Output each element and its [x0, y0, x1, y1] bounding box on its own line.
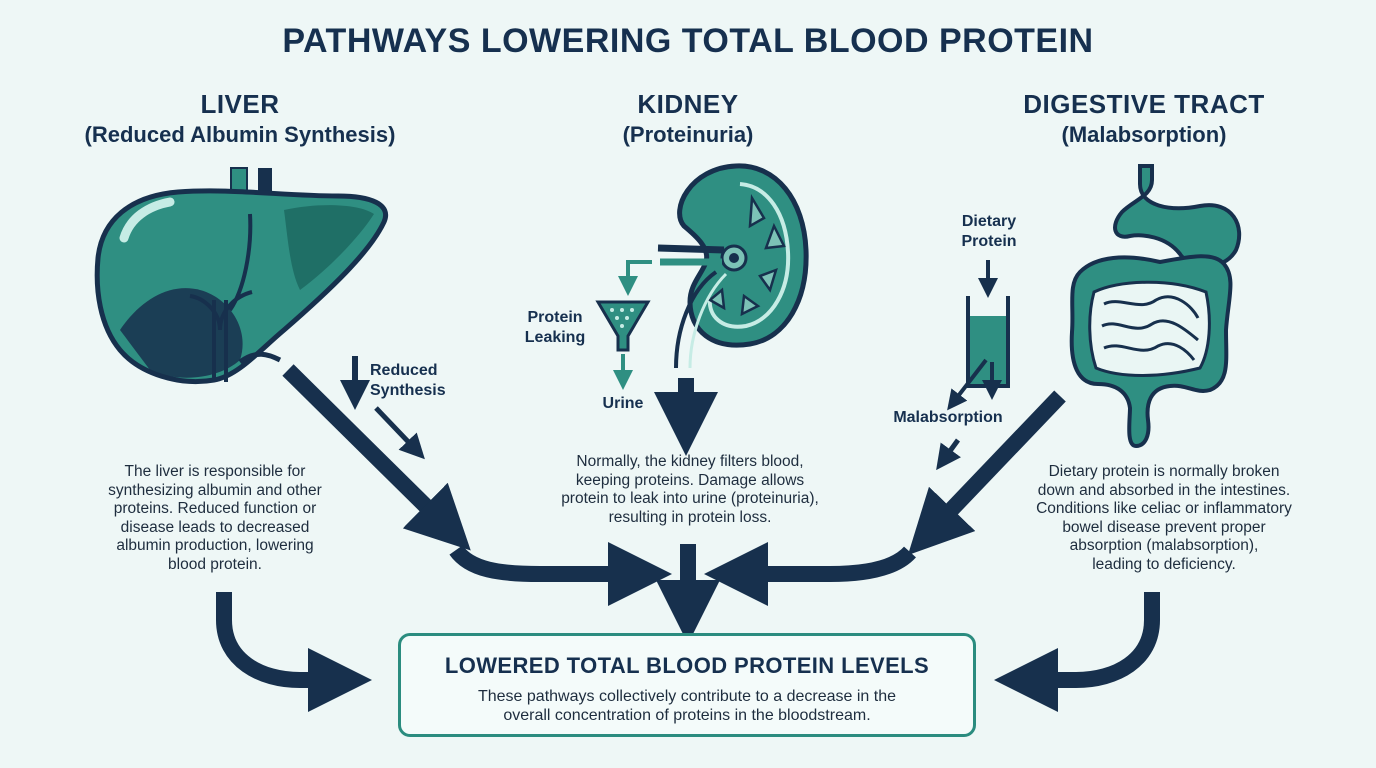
liver-flow-arrow	[282, 364, 471, 551]
liver-to-merge-arrow	[449, 542, 672, 606]
liver-heading: LIVER (Reduced Albumin Synthesis)	[40, 88, 440, 150]
digestive-flow-arrow	[907, 390, 1066, 556]
kidney-name: KIDNEY	[637, 89, 739, 119]
digestive-name: DIGESTIVE TRACT	[1023, 89, 1265, 119]
liver-illustration	[94, 167, 389, 385]
digestive-subtitle: (Malabsorption)	[1061, 122, 1227, 147]
kidney-subtitle: (Proteinuria)	[622, 122, 754, 147]
kidney-heading: KIDNEY (Proteinuria)	[488, 88, 888, 150]
digestive-to-merge-arrow	[704, 542, 916, 606]
liver-to-result-arrow	[216, 592, 372, 712]
urine-label: Urine	[602, 395, 644, 412]
result-title: LOWERED TOTAL BLOOD PROTEIN LEVELS	[444, 653, 930, 678]
liver-name: LIVER	[200, 89, 280, 119]
digestive-illustration	[947, 164, 1242, 449]
digestive-to-result-arrow	[994, 592, 1160, 712]
digestive-description: Dietary protein is normally broken down …	[1036, 463, 1292, 573]
malabsorption-small-arrow	[936, 438, 961, 471]
diagram-title: PATHWAYS LOWERING TOTAL BLOOD PROTEIN	[282, 22, 1094, 60]
liver-subtitle: (Reduced Albumin Synthesis)	[84, 122, 396, 147]
malabsorption-label: Malabsorption	[893, 409, 1003, 426]
result-box: LOWERED TOTAL BLOOD PROTEIN LEVELS These…	[398, 633, 976, 737]
reduced-synthesis-arrows	[340, 356, 425, 460]
digestive-heading: DIGESTIVE TRACT (Malabsorption)	[944, 88, 1344, 150]
kidney-illustration	[595, 163, 809, 390]
reduced-synthesis-label: Reduced Synthesis	[370, 362, 446, 399]
dietary-protein-label: Dietary Protein	[961, 213, 1017, 250]
kidney-description: Normally, the kidney filters blood, keep…	[561, 453, 819, 526]
liver-description: The liver is responsible for synthesizin…	[108, 463, 322, 573]
protein-leaking-label: Protein Leaking	[524, 309, 586, 346]
result-text: These pathways collectively contribute t…	[477, 688, 896, 724]
